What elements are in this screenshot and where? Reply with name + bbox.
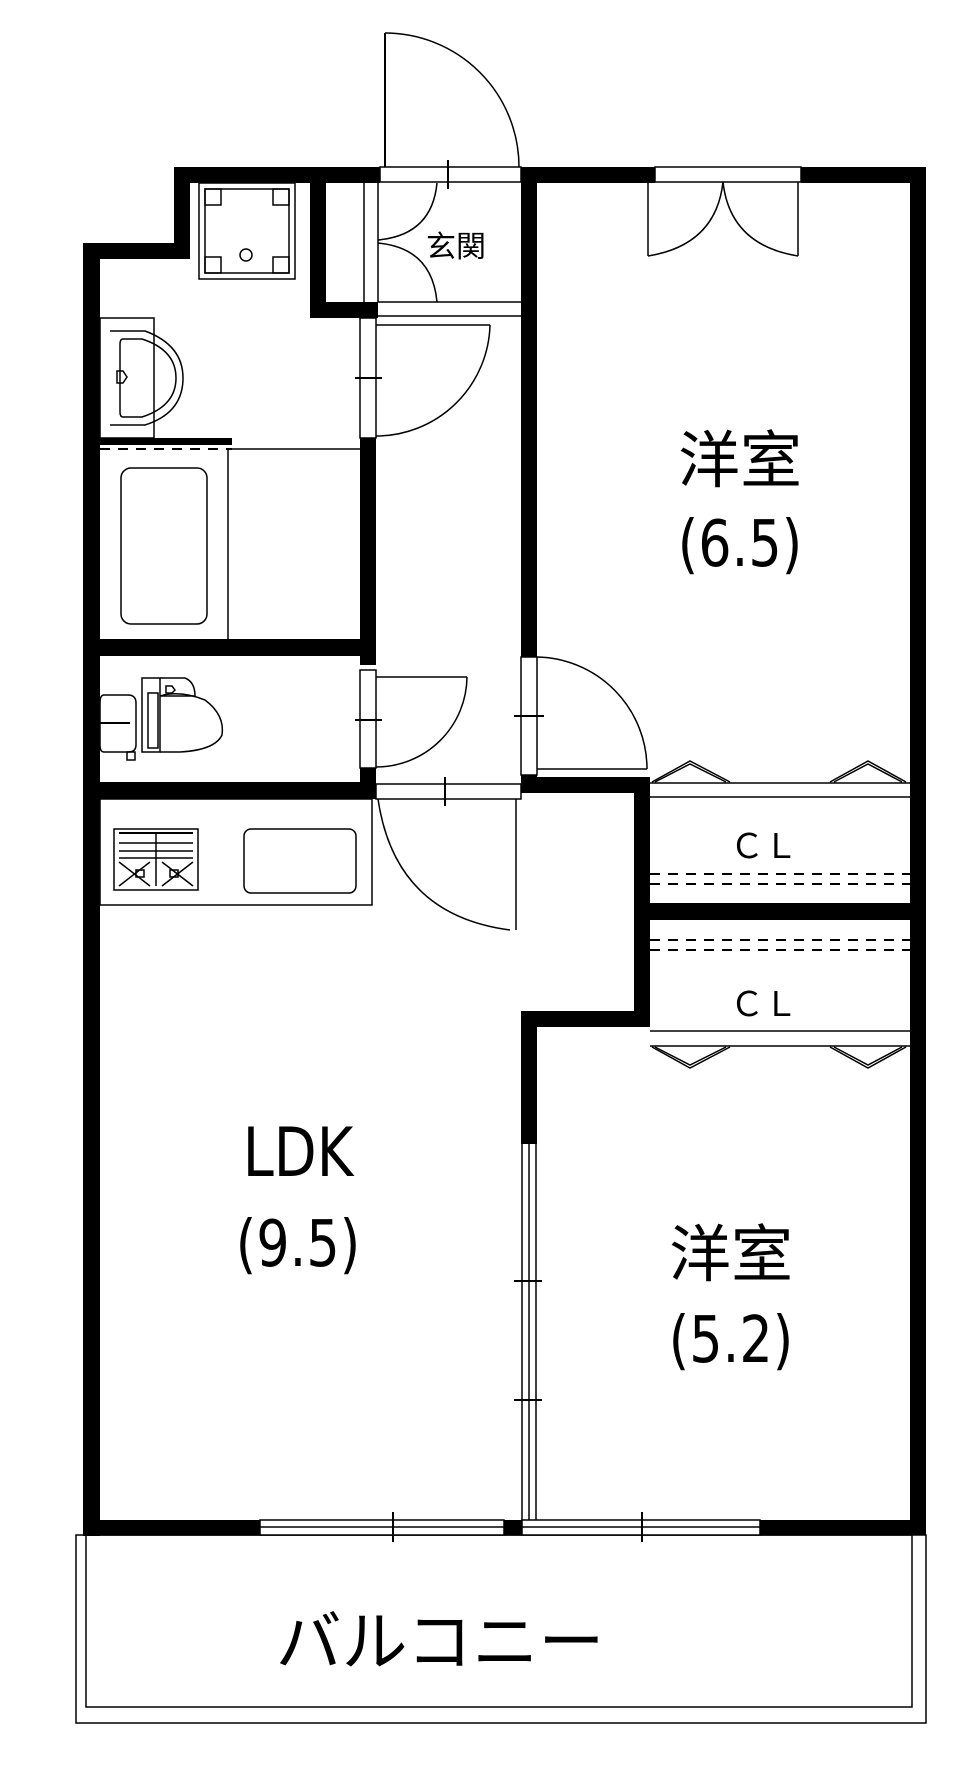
- ldk-balcony-window[interactable]: [259, 1512, 505, 1542]
- sliding-partition[interactable]: [514, 1144, 542, 1520]
- bedroom-south-balcony-window[interactable]: [521, 1512, 761, 1542]
- toilet-icon: [99, 677, 224, 761]
- bedroom-north-door[interactable]: [514, 656, 648, 776]
- washroom-door[interactable]: [355, 317, 491, 439]
- closet-upper-label: ＣＬ: [730, 827, 798, 867]
- toilet-door[interactable]: [355, 669, 468, 769]
- washing-machine-pan-icon: [198, 182, 296, 280]
- washbasin-icon: [99, 317, 184, 439]
- entrance-label: 玄関: [426, 230, 486, 265]
- exterior-walls: [83, 167, 926, 1536]
- bedroom-north-size: (6.5): [678, 507, 802, 581]
- interior-walls: [100, 167, 910, 1144]
- bedroom-south-name: 洋室: [669, 1218, 793, 1291]
- bedroom-south-size: (5.2): [669, 1303, 793, 1377]
- closet-lower: [650, 939, 910, 1069]
- entrance-door[interactable]: [379, 32, 522, 189]
- balcony-label: バルコニー: [276, 1604, 605, 1681]
- kitchen-counter: [99, 798, 373, 906]
- ldk-door[interactable]: [375, 777, 522, 931]
- bedroom-north-name: 洋室: [678, 424, 802, 497]
- bedroom-north-window: [647, 166, 802, 257]
- kitchen-sink-icon: [243, 828, 357, 894]
- shoe-cabinet-doors: [363, 182, 521, 317]
- closet-upper: [650, 760, 910, 885]
- closet-lower-label: ＣＬ: [730, 985, 798, 1025]
- bathtub-icon: [120, 467, 208, 625]
- ldk-size: (9.5): [236, 1207, 360, 1281]
- gas-stove-icon: [113, 828, 199, 891]
- ldk-name: LDK: [243, 1113, 356, 1193]
